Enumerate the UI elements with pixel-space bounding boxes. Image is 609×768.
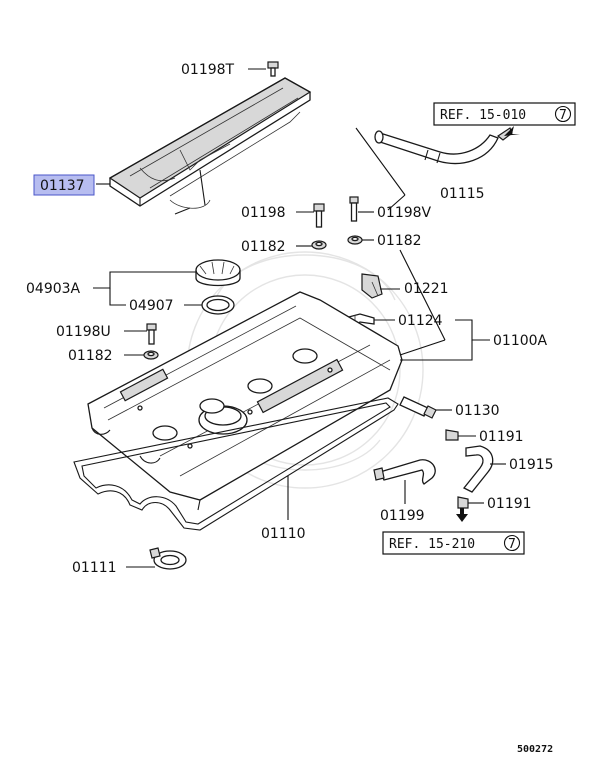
ref-top-number: 7: [559, 108, 567, 123]
label-01198[interactable]: 01198: [241, 205, 286, 221]
leader-lines: [93, 68, 506, 568]
label-01198U[interactable]: 01198U: [56, 324, 111, 340]
gasket-04907[interactable]: [201, 295, 235, 315]
label-01137[interactable]: 01137: [40, 178, 85, 194]
cap-01221[interactable]: [361, 273, 383, 299]
bolt-01198[interactable]: [313, 203, 325, 228]
diagram-code: 500272: [517, 744, 553, 755]
flow-arrow-bottom: [456, 508, 468, 522]
stud-01198V[interactable]: [349, 196, 359, 222]
ref-top-text: REF. 15-010: [440, 108, 526, 123]
washer-01182-b[interactable]: [347, 235, 363, 245]
label-01182-c[interactable]: 01182: [68, 348, 113, 364]
gasket-01110[interactable]: [73, 397, 399, 531]
label-01915[interactable]: 01915: [509, 457, 554, 473]
ref-bottom-text: REF. 15-210: [389, 537, 475, 552]
highlight-box-01137: [33, 174, 95, 196]
label-01110[interactable]: 01110: [261, 526, 306, 542]
ref-box-top[interactable]: REF. 15-010 7: [433, 102, 576, 126]
label-01221[interactable]: 01221: [404, 281, 449, 297]
bolt-01198U[interactable]: [146, 323, 157, 345]
label-01111[interactable]: 01111: [72, 560, 117, 576]
washer-01182-c[interactable]: [143, 350, 159, 360]
label-01182-b[interactable]: 01182: [377, 233, 422, 249]
seal-ring-01111[interactable]: [149, 547, 187, 570]
label-04903A[interactable]: 04903A: [26, 281, 81, 297]
hose-01115[interactable]: [374, 127, 513, 165]
ref-box-bottom[interactable]: REF. 15-210 7: [382, 531, 525, 555]
label-01182-a[interactable]: 01182: [241, 239, 286, 255]
label-01130[interactable]: 01130: [455, 403, 500, 419]
tie-strap-01199[interactable]: [373, 459, 436, 485]
label-01115[interactable]: 01115: [440, 186, 485, 202]
label-01124[interactable]: 01124: [398, 313, 443, 329]
clamp-01191-a[interactable]: [445, 429, 459, 441]
hose-01915[interactable]: [462, 445, 494, 493]
label-01199[interactable]: 01199: [380, 508, 425, 524]
label-01100A[interactable]: 01100A: [493, 333, 548, 349]
oil-cap-04903A[interactable]: [195, 259, 241, 287]
clamp-01191-b[interactable]: [457, 496, 469, 509]
label-01191-b[interactable]: 01191: [487, 496, 532, 512]
ref-bottom-number: 7: [508, 537, 516, 552]
pcv-valve-01130[interactable]: [399, 396, 437, 419]
cover-plate-01137[interactable]: [108, 77, 312, 215]
label-01198V[interactable]: 01198V: [377, 205, 432, 221]
flow-arrow-top: [504, 126, 520, 136]
label-01198T[interactable]: 01198T: [181, 62, 235, 78]
part-labels: 01198T 01137 01115 01198 01198V 01182 01…: [26, 62, 554, 576]
label-04907[interactable]: 04907: [129, 298, 174, 314]
washer-01182-a[interactable]: [311, 240, 327, 250]
label-01191-a[interactable]: 01191: [479, 429, 524, 445]
bolt-01198T[interactable]: [267, 61, 279, 77]
